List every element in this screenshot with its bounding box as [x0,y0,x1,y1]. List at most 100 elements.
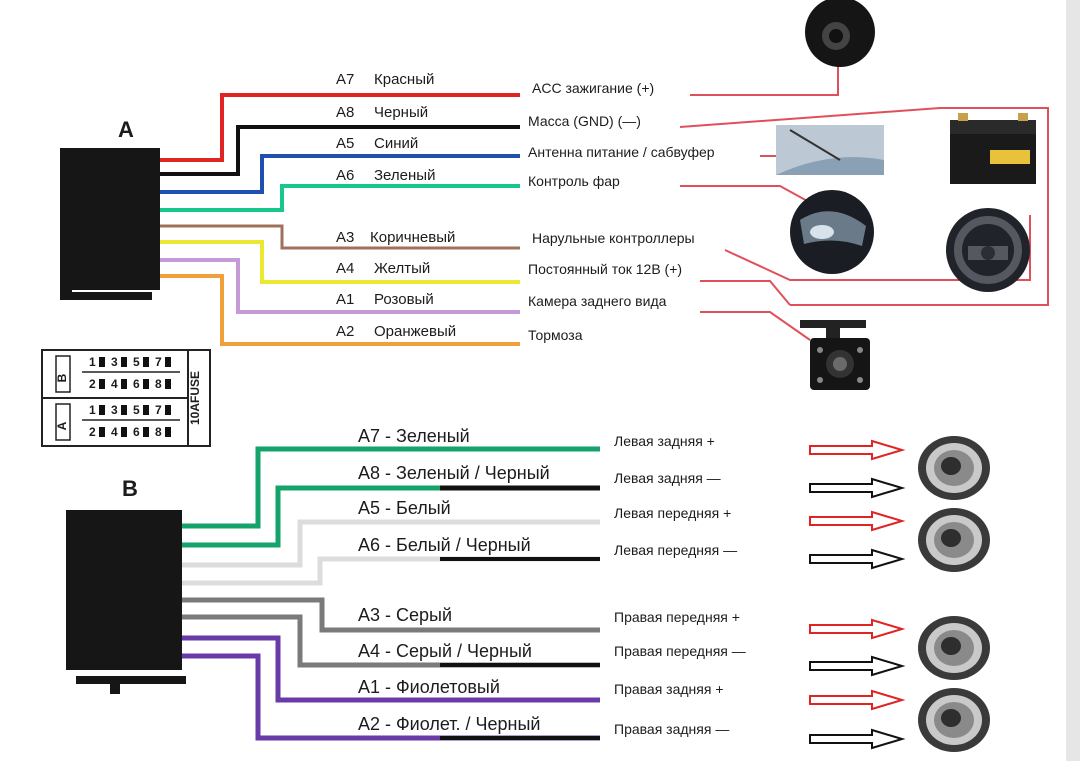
b-a8-function: Левая задняя — [614,470,721,486]
fuse-lower-side: A [55,421,69,430]
wire-a5 [160,154,520,194]
pin-8-lower: 8 [155,425,162,439]
pin-1-upper: 1 [89,355,96,369]
b-a5-function: Левая передняя + [614,505,731,521]
rear-camera-icon [800,320,870,390]
annotation-ignition [690,65,839,96]
page-edge-shadow [1066,0,1080,761]
connector-b-functions: Левая задняя + Левая задняя — Левая пере… [614,433,746,737]
wire-a8 [160,125,520,176]
arrow-black-4 [809,729,903,749]
ignition-switch-icon [805,0,875,67]
a7-code: A7 [336,71,354,88]
pin-6-lower: 6 [133,425,140,439]
pin-5-lower: 5 [133,403,140,417]
b-a7-color-name: Зеленый [396,426,470,446]
connector-b-body [66,510,186,694]
b-a1-color-name: Фиолетовый [396,677,500,697]
b-a4-code: A4 - [358,641,391,661]
b-a3-function: Правая передняя + [614,609,740,625]
a1-function: Камера заднего вида [528,293,667,309]
a4-color-name: Желтый [374,260,430,277]
arrow-red-3 [809,619,903,639]
a7-color-name: Красный [374,71,434,88]
wire-a3 [160,224,520,250]
a3-color-name: Коричневый [370,229,455,246]
a3-function: Нарульные контроллеры [532,230,695,246]
b-a5-color-name: Белый [396,498,451,518]
wire-b-a1 [182,635,600,703]
pin-3-lower: 3 [111,403,118,417]
connector-b-wires [182,446,600,741]
speaker-icon [918,508,990,572]
b-a7-function: Левая задняя + [614,433,715,449]
fuse-label: 10AFUSE [188,371,202,425]
wire-a6 [160,184,520,212]
arrow-red-4 [809,690,903,710]
b-a3-color-name: Серый [396,605,452,625]
pin-7-lower: 7 [155,403,162,417]
polarity-arrows [809,440,903,749]
wire-b-a7 [182,446,600,529]
a2-code: A2 [336,323,354,340]
b-a5-code: A5 - [358,498,391,518]
connector-a-functions: ACC зажигание (+) Масса (GND) (—) Антенн… [528,80,715,343]
arrow-red-1 [809,440,903,460]
a5-function: Антенна питание / сабвуфер [528,144,715,160]
headlight-icon [790,190,874,274]
a8-color-name: Черный [374,104,428,121]
wire-b-a5 [182,519,600,568]
b-a3-code: A3 - [358,605,391,625]
a6-code: A6 [336,167,354,184]
a7-function: ACC зажигание (+) [532,80,654,96]
a3-code: A3 [336,229,354,246]
pin-5-upper: 5 [133,355,140,369]
wire-b-a8 [182,485,600,548]
pin-2-lower: 2 [89,425,96,439]
speaker-icon [918,436,990,500]
car-battery-icon [950,113,1036,184]
connector-a-label: A [118,117,134,142]
wire-b-a3 [182,597,600,633]
wire-b-a2 [182,653,600,741]
pin-1-lower: 1 [89,403,96,417]
fuse-upper-side: B [55,373,69,382]
a2-function: Тормоза [528,327,583,343]
speaker-icon [918,616,990,680]
arrow-red-2 [809,511,903,531]
connector-a-labels: A7 Красный A8 Черный A5 Синий A6 Зеленый… [336,71,456,340]
connector-a-body [60,148,162,304]
pin-8-upper: 8 [155,377,162,391]
a2-color-name: Оранжевый [374,323,456,340]
annotation-camera [700,311,811,341]
a4-code: A4 [336,260,354,277]
b-a1-function: Правая задняя + [614,681,724,697]
fuse-block: B A 1 3 5 7 2 4 6 8 1 3 5 7 2 4 6 8 10AF… [41,349,211,447]
a4-function: Постоянный ток 12В (+) [528,261,682,277]
b-a2-function: Правая задняя — [614,721,729,737]
pin-6-upper: 6 [133,377,140,391]
wire-a2 [160,274,520,346]
steering-wheel-icon [946,208,1030,292]
b-a6-color-name: Белый / Черный [396,535,531,555]
pin-4-upper: 4 [111,377,118,391]
connector-a-wires [160,93,520,346]
connector-b-labels: A7 - Зеленый A8 - Зеленый / Черный A5 - … [358,426,550,734]
b-a2-color-name: Фиолет. / Черный [396,714,540,734]
b-a6-function: Левая передняя — [614,542,737,558]
a8-function: Масса (GND) (—) [528,113,641,129]
pin-7-upper: 7 [155,355,162,369]
arrow-black-2 [809,549,903,569]
b-a1-code: A1 - [358,677,391,697]
b-a2-code: A2 - [358,714,391,734]
wire-a4 [160,240,520,284]
annotation-lines [679,65,1049,341]
speaker-icon [918,688,990,752]
a6-color-name: Зеленый [374,167,435,184]
annotation-ground [679,107,1049,306]
arrow-black-3 [809,656,903,676]
pin-3-upper: 3 [111,355,118,369]
arrow-black-1 [809,478,903,498]
a1-color-name: Розовый [374,291,434,308]
